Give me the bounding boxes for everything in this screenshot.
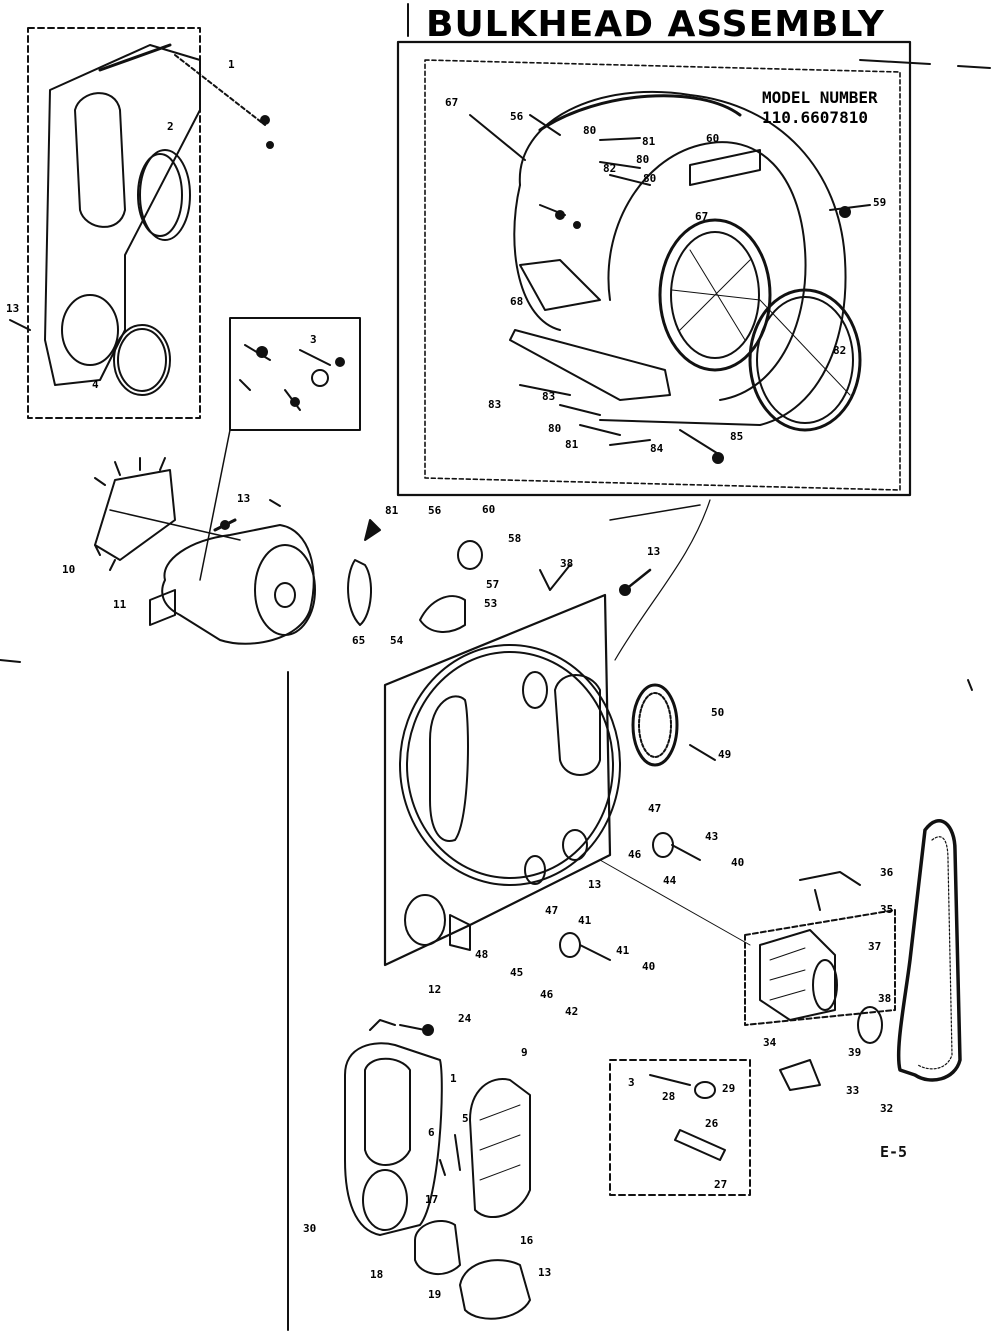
part-number: 5	[462, 1112, 469, 1125]
part-number: 44	[663, 874, 677, 887]
part-number: 83	[542, 390, 556, 403]
part-number: 28	[662, 1090, 676, 1103]
part-number: 27	[714, 1178, 728, 1191]
part-number: 34	[763, 1036, 777, 1049]
rear-ducts	[344, 1019, 531, 1320]
part-number: 17	[425, 1193, 439, 1206]
part-number: 24	[458, 1012, 472, 1025]
part-number: 54	[390, 634, 404, 647]
part-number: 81	[642, 135, 656, 148]
part-number: 43	[705, 830, 719, 843]
part-number: 4	[92, 378, 99, 391]
part-number: 32	[880, 1102, 894, 1115]
part-number: 81	[565, 438, 579, 451]
part-number: 45	[510, 966, 524, 979]
part-number: 11	[113, 598, 127, 611]
bulkhead-panel	[383, 499, 711, 967]
page-id: E-5	[880, 1143, 908, 1161]
front-duct-frame	[9, 27, 274, 419]
part-number: 2	[167, 120, 174, 133]
part-number: 80	[583, 124, 597, 137]
part-number: 33	[846, 1084, 860, 1097]
part-number: 81	[385, 504, 399, 517]
part-number: 30	[303, 1222, 317, 1235]
part-number: 56	[428, 504, 442, 517]
part-number: 13	[538, 1266, 552, 1279]
part-number: 41	[578, 914, 592, 927]
part-number: 19	[428, 1288, 442, 1301]
part-number: 50	[711, 706, 725, 719]
part-number: 68	[510, 295, 524, 308]
part-number: 53	[484, 597, 498, 610]
model-number-value: 110.6607810	[762, 108, 868, 127]
part-number: 26	[705, 1117, 719, 1130]
part-number: 3	[310, 333, 317, 346]
part-number: 60	[482, 503, 496, 516]
part-number: 60	[706, 132, 720, 145]
part-number: 46	[540, 988, 554, 1001]
part-number: 1	[450, 1072, 457, 1085]
part-number: 40	[642, 960, 656, 973]
part-number: 56	[510, 110, 524, 123]
part-number: 80	[643, 172, 657, 185]
blower	[94, 457, 316, 645]
part-number: 59	[873, 196, 887, 209]
part-number: 67	[695, 210, 709, 223]
part-number: 80	[636, 153, 650, 166]
part-number: 16	[520, 1234, 534, 1247]
drum-assembly-frame	[396, 3, 991, 497]
part-number: 67	[445, 96, 459, 109]
part-number: 6	[428, 1126, 435, 1139]
drive-belt	[896, 819, 962, 1082]
part-number: 13	[237, 492, 251, 505]
page-title: BULKHEAD ASSEMBLY	[426, 4, 885, 45]
model-number-label: MODEL NUMBER	[762, 88, 878, 107]
part-number: 18	[370, 1268, 384, 1281]
part-number: 82	[603, 162, 617, 175]
drum	[469, 90, 871, 464]
part-number: 49	[718, 748, 732, 761]
part-number: 36	[880, 866, 894, 879]
model-number-block: MODEL NUMBER 110.6607810	[762, 88, 878, 128]
part-number: 29	[722, 1082, 736, 1095]
part-number: 9	[521, 1046, 528, 1059]
part-number: 48	[475, 948, 489, 961]
part-number: 47	[648, 802, 662, 815]
part-number: 83	[488, 398, 502, 411]
part-number: 82	[833, 344, 847, 357]
fastener-box	[199, 317, 361, 581]
part-number: 13	[647, 545, 661, 558]
part-number: 84	[650, 442, 664, 455]
part-number: 13	[588, 878, 602, 891]
small-parts-frame	[609, 1059, 751, 1196]
part-number: 46	[628, 848, 642, 861]
motor-frame	[599, 859, 896, 1091]
part-number: 38	[560, 557, 574, 570]
part-number: 80	[548, 422, 562, 435]
idler-and-hardware	[347, 519, 716, 961]
page-edge-lines	[0, 499, 973, 1331]
part-number: 35	[880, 903, 894, 916]
part-number: 41	[616, 944, 630, 957]
part-number: 47	[545, 904, 559, 917]
part-number: 10	[62, 563, 76, 576]
part-number: 37	[868, 940, 882, 953]
part-number: 85	[730, 430, 744, 443]
part-number: 1	[228, 58, 235, 71]
part-number: 42	[565, 1005, 579, 1018]
part-number: 39	[848, 1046, 862, 1059]
part-number: 38	[878, 992, 892, 1005]
part-number: 65	[352, 634, 366, 647]
part-number: 12	[428, 983, 442, 996]
part-number: 57	[486, 578, 500, 591]
part-number: 3	[628, 1076, 635, 1089]
part-number: 58	[508, 532, 522, 545]
part-number: 40	[731, 856, 745, 869]
part-number: 13	[6, 302, 20, 315]
